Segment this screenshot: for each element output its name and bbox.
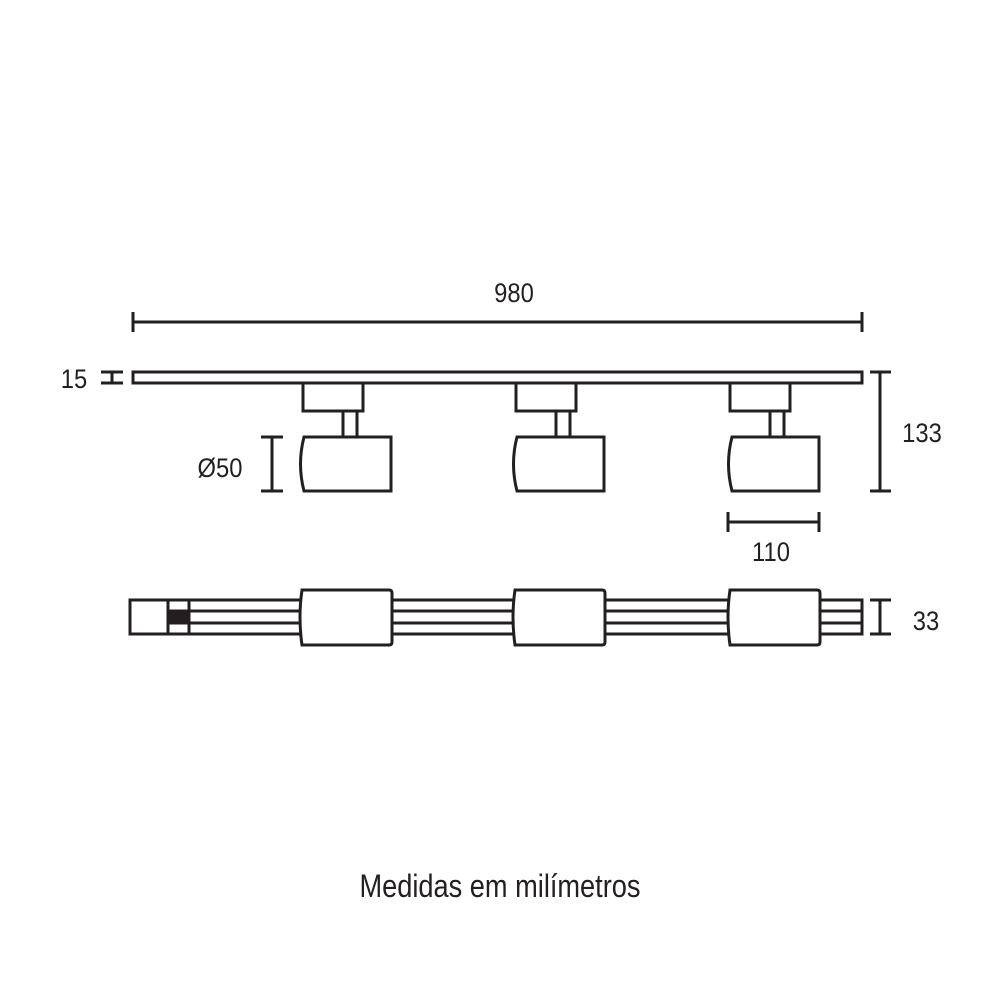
spot-side-3 xyxy=(727,381,821,493)
height-dimension: 133 xyxy=(870,370,942,493)
spot-side-1 xyxy=(299,381,393,493)
rail-side xyxy=(131,370,864,385)
depth-dimension: 33 xyxy=(870,598,939,637)
spot-length-label: 110 xyxy=(752,538,790,568)
spot-side-2 xyxy=(512,381,606,493)
diameter-label: Ø50 xyxy=(198,454,243,484)
diameter-dimension: Ø50 xyxy=(198,435,283,493)
depth-label: 33 xyxy=(913,607,939,637)
length-label: 980 xyxy=(494,279,534,309)
length-dimension: 980 xyxy=(131,279,864,332)
rail-thickness-label: 15 xyxy=(61,365,87,395)
height-label: 133 xyxy=(902,419,942,449)
spot-length-dimension: 110 xyxy=(726,512,821,568)
rail-thickness-dimension: 15 xyxy=(61,365,123,395)
units-caption: Medidas em milímetros xyxy=(359,869,640,905)
rail-top-view xyxy=(128,588,864,647)
